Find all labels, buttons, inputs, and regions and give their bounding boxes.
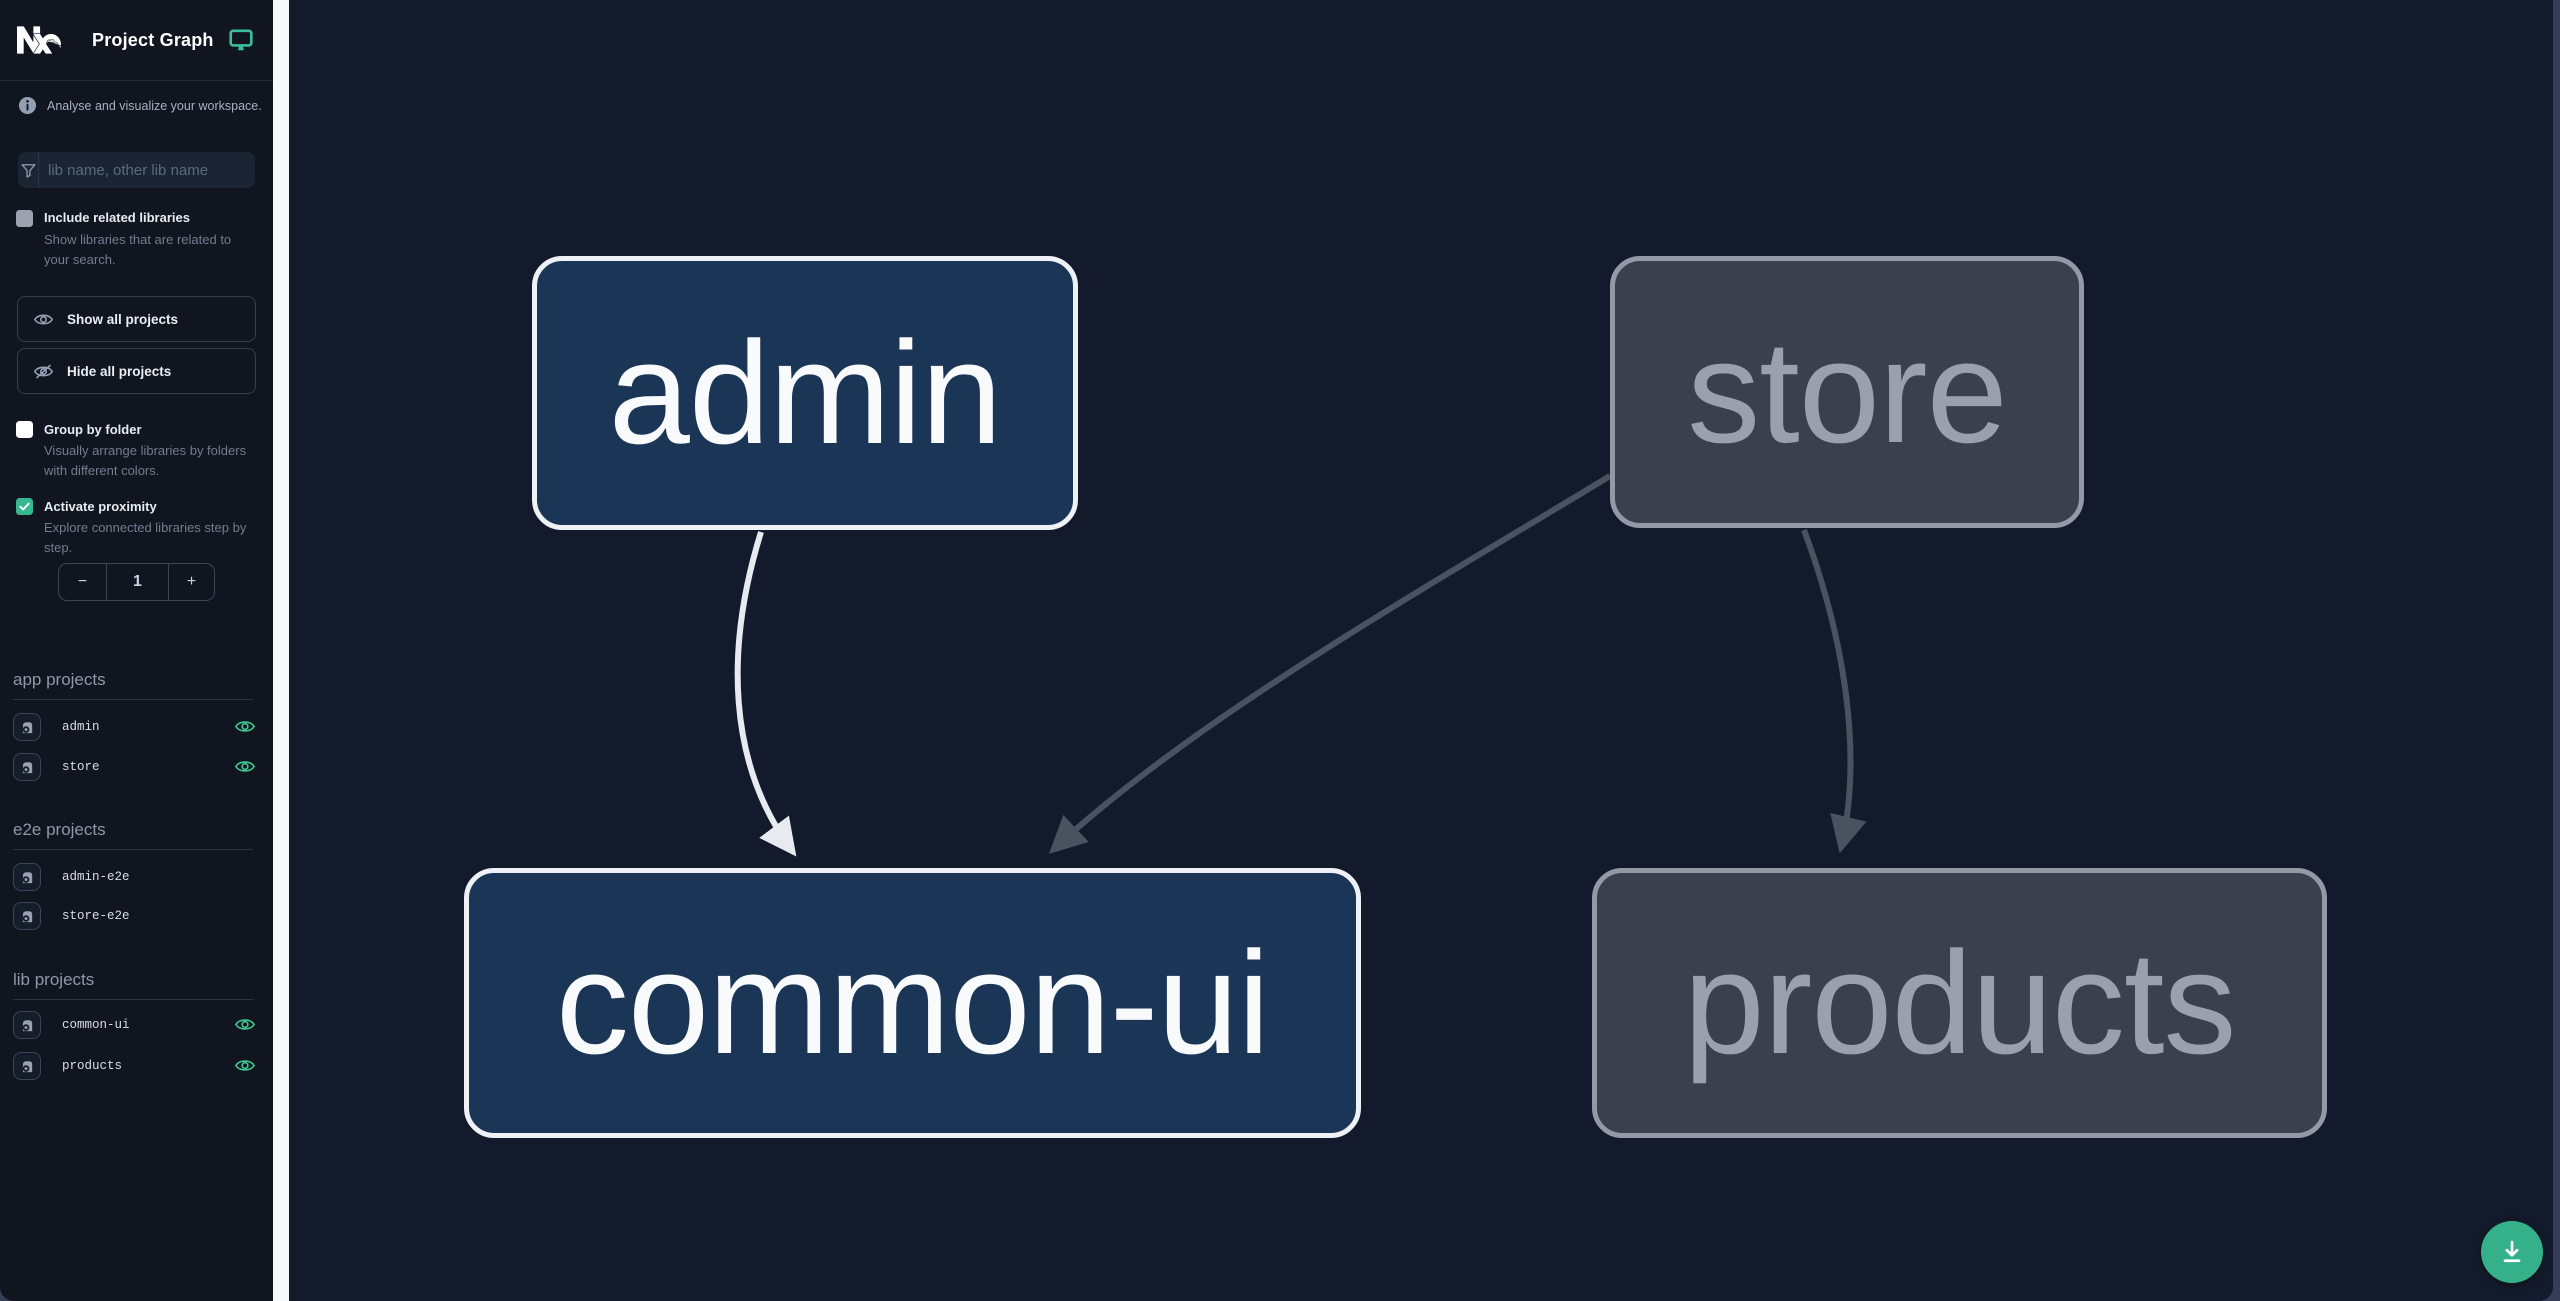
graph-node-common-ui[interactable]: common-ui (464, 868, 1361, 1138)
project-row-products: products (13, 1052, 260, 1080)
show-all-projects-label: Show all projects (67, 311, 179, 327)
eye-off-icon (33, 363, 54, 379)
group-by-folder-checkbox[interactable] (16, 421, 33, 438)
node-label: store (1687, 310, 2008, 473)
info-icon (18, 96, 37, 115)
project-visibility-eye-icon[interactable] (234, 718, 256, 735)
group-by-folder-description: Visually arrange libraries by folders wi… (44, 443, 247, 478)
project-focus-button[interactable] (13, 863, 41, 891)
page-title: Project Graph (92, 29, 214, 50)
project-focus-button[interactable] (13, 713, 41, 741)
project-visibility-eye-icon[interactable] (234, 1016, 256, 1033)
include-related-checkbox[interactable] (16, 210, 33, 227)
graph-node-products[interactable]: products (1592, 868, 2327, 1138)
project-row-store: store (13, 753, 260, 781)
download-graph-button[interactable] (2481, 1221, 2543, 1283)
hide-all-projects-button[interactable]: Hide all projects (17, 348, 256, 394)
project-visibility-eye-icon[interactable] (234, 1057, 256, 1074)
tagline-text: Analyse and visualize your workspace. (47, 98, 262, 113)
project-visibility-eye-icon[interactable] (234, 758, 256, 775)
edge-store-to-products (1801, 528, 1867, 854)
project-name: store-e2e (62, 909, 130, 923)
project-focus-button[interactable] (13, 753, 41, 781)
section-header-e2e-projects: e2e projects (13, 820, 253, 850)
proximity-depth-stepper: − 1 + (58, 563, 215, 601)
include-related-description: Show libraries that are related to your … (44, 232, 232, 267)
check-icon (19, 502, 30, 511)
monitor-icon (229, 29, 253, 51)
activate-proximity-description: Explore connected libraries step by step… (44, 520, 247, 555)
section-header-app-projects: app projects (13, 670, 253, 700)
download-icon (2503, 1240, 2521, 1263)
project-name: store (62, 760, 100, 774)
nx-logo-icon (17, 26, 61, 54)
edge-admin-to-common-ui (734, 531, 797, 857)
hide-all-projects-label: Hide all projects (67, 363, 172, 379)
proximity-increment-button[interactable]: + (168, 564, 214, 600)
filter-funnel-cell (18, 152, 39, 188)
open-in-editor-button[interactable] (228, 27, 254, 53)
project-icon (22, 1019, 32, 1031)
project-name: common-ui (62, 1018, 130, 1032)
project-icon (22, 761, 32, 773)
section-header-lib-projects: lib projects (13, 970, 253, 1000)
include-related-label: Include related libraries (44, 210, 190, 225)
sidebar-header: Project Graph (0, 0, 273, 81)
node-label: admin (608, 311, 1003, 474)
show-all-projects-button[interactable]: Show all projects (17, 296, 256, 342)
proximity-depth-value: 1 (133, 573, 142, 590)
project-row-admin: admin (13, 713, 260, 741)
project-row-common-ui: common-ui (13, 1011, 260, 1039)
project-icon (22, 910, 32, 922)
filter-icon (20, 163, 36, 178)
project-icon (22, 871, 32, 883)
node-label: products (1683, 921, 2237, 1084)
project-name: admin-e2e (62, 870, 130, 884)
edge-store-to-common-ui (1048, 473, 1612, 854)
group-by-folder-label: Group by folder (44, 422, 142, 437)
graph-canvas[interactable]: admin store common-ui products (289, 0, 2553, 1301)
graph-node-store[interactable]: store (1610, 256, 2084, 528)
workspace-tagline: Analyse and visualize your workspace. (18, 96, 263, 115)
proximity-decrement-button[interactable]: − (59, 564, 107, 600)
graph-node-admin[interactable]: admin (532, 256, 1078, 530)
project-icon (22, 721, 32, 733)
project-icon (22, 1060, 32, 1072)
project-focus-button[interactable] (13, 1052, 41, 1080)
project-focus-button[interactable] (13, 902, 41, 930)
search-box (18, 152, 255, 188)
project-row-store-e2e: store-e2e (13, 902, 260, 930)
project-name: products (62, 1059, 123, 1073)
search-input[interactable] (39, 161, 255, 179)
project-name: admin (62, 720, 100, 734)
activate-proximity-label: Activate proximity (44, 499, 157, 514)
activate-proximity-checkbox[interactable] (16, 498, 33, 515)
project-row-admin-e2e: admin-e2e (13, 863, 260, 891)
node-label: common-ui (555, 921, 1270, 1084)
eye-icon (33, 314, 54, 324)
project-focus-button[interactable] (13, 1011, 41, 1039)
sidebar: Project Graph Analyse and visualize your… (0, 0, 273, 1301)
sidebar-canvas-divider (273, 0, 289, 1301)
